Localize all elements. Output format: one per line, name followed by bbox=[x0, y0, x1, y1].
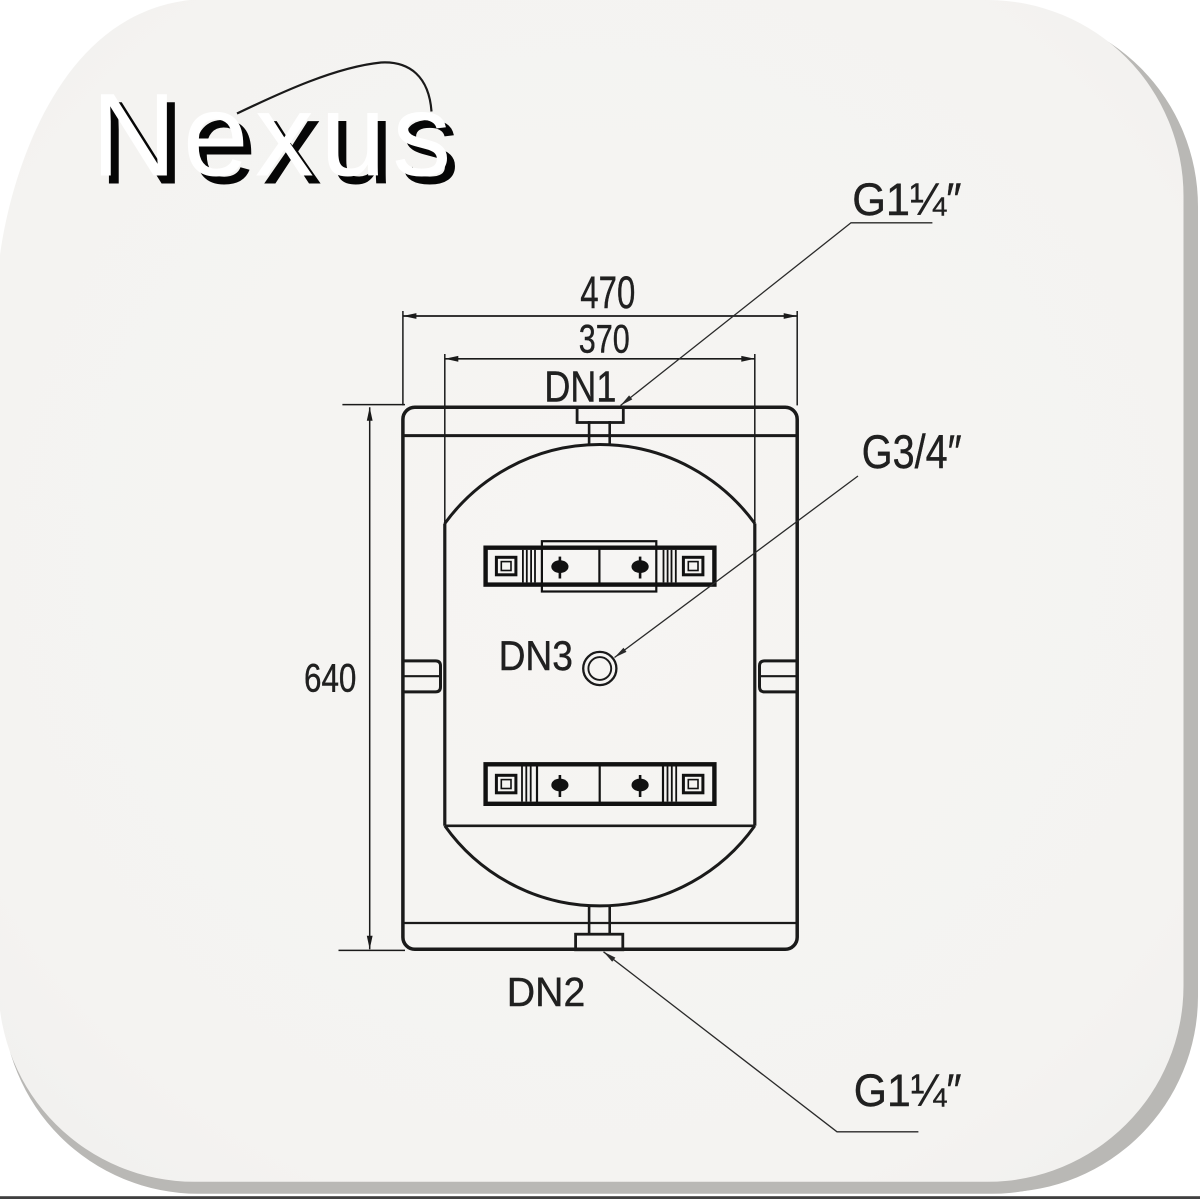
svg-text:G3/4″: G3/4″ bbox=[862, 425, 962, 478]
svg-text:DN2: DN2 bbox=[507, 969, 586, 1015]
svg-text:DN3: DN3 bbox=[499, 632, 573, 679]
svg-text:370: 370 bbox=[579, 317, 630, 361]
svg-text:DN1: DN1 bbox=[544, 363, 616, 412]
svg-text:640: 640 bbox=[304, 656, 356, 700]
svg-text:G1¼″: G1¼″ bbox=[854, 1065, 962, 1116]
svg-text:470: 470 bbox=[580, 267, 635, 318]
svg-text:G1¼″: G1¼″ bbox=[852, 174, 961, 225]
svg-text:Nexus: Nexus bbox=[91, 70, 451, 202]
